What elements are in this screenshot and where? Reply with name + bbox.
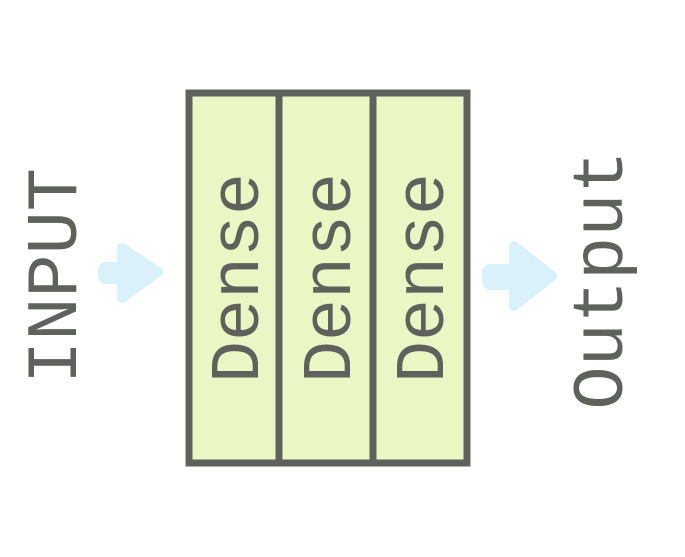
dense-layer-3-label: Dense (386, 173, 465, 383)
dense-layer-2 (275, 89, 377, 467)
dense-layer-1-label: Dense (201, 173, 280, 383)
dense-layer-2-label: Dense (293, 173, 372, 383)
dense-layer-stack: Dense Dense Dense (185, 89, 471, 467)
output-arrow-icon (482, 241, 557, 311)
input-arrow-icon (98, 243, 163, 303)
dense-layer-3 (369, 89, 471, 467)
output-label: Output (562, 150, 644, 409)
input-label: INPUT (16, 168, 98, 384)
